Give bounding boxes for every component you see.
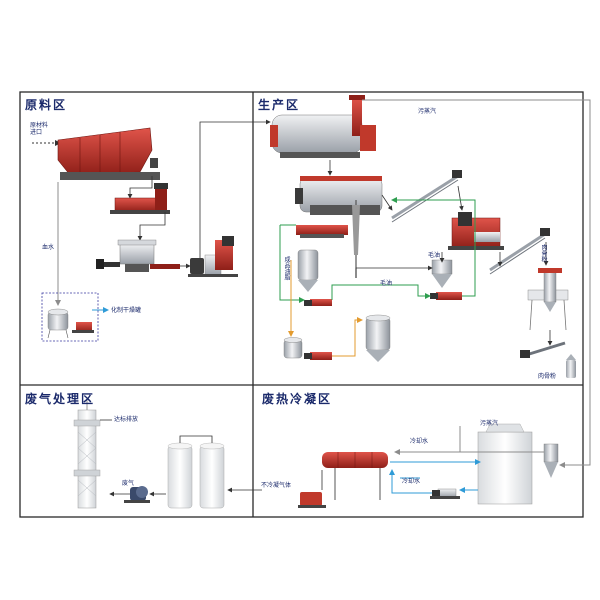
label-crude-oil-1: 毛油 — [428, 252, 441, 259]
scrubber-tower-1 — [167, 442, 193, 509]
label-cooling-water-1: 冷却水 — [410, 438, 429, 445]
oil-pump-1 — [304, 299, 332, 306]
label-to-tank: 化制干燥罐 — [111, 307, 142, 314]
receiving-hopper — [57, 127, 160, 180]
label-waste-steam-top: 污蒸汽 — [418, 108, 437, 115]
label-discharge: 达标排放 — [114, 416, 139, 423]
crude-oil-hopper — [431, 259, 453, 288]
inclined-conveyor-1 — [391, 170, 462, 223]
cooling-tower — [477, 423, 533, 505]
raw-pump-group — [188, 236, 238, 277]
cooker-dryer — [295, 176, 383, 215]
condense-zone — [298, 423, 559, 508]
zone-title-exhaust: 废气处理区 — [25, 392, 96, 406]
label-waste-gas: 废气 — [122, 480, 135, 487]
green-flow-2 — [331, 284, 431, 300]
label-waste-steam-cond: 污蒸汽 — [480, 420, 499, 427]
cyclone-bagging — [527, 268, 569, 331]
screw-press — [448, 212, 504, 250]
mixer-hopper — [96, 239, 180, 272]
finished-oil-tank-large — [365, 314, 391, 362]
boiler — [270, 95, 376, 158]
raw-zone — [32, 119, 271, 342]
zone-title-raw: 原料区 — [25, 98, 68, 112]
label-cooling-water-2: 冷却水 — [402, 478, 421, 485]
oil-tank — [297, 249, 319, 292]
blood-water-box — [41, 292, 99, 342]
oil-pump-3 — [304, 352, 332, 360]
label-meat-bone-meal-1: 肉骨粉 — [540, 244, 547, 262]
finished-oil-tank-small — [283, 337, 303, 359]
decanter — [296, 225, 348, 238]
label-blood-water: 血水 — [42, 244, 55, 251]
label-non-condensable: 不冷凝气体 — [261, 482, 292, 489]
green-flow-3 — [391, 197, 476, 297]
blood-water-tank — [47, 308, 94, 339]
crusher-unit — [110, 183, 170, 214]
exhaust-zone — [73, 400, 262, 509]
production-zone — [270, 95, 591, 468]
scrubber-tower-2 — [199, 442, 225, 509]
label-raw-inlet: 原材料 进口 — [30, 122, 49, 136]
orange-flow-2 — [332, 317, 363, 357]
zone-title-condense: 废热冷凝区 — [262, 392, 333, 406]
vacuum-pump — [298, 492, 326, 508]
steam-separator — [543, 443, 559, 478]
cooling-pump — [430, 488, 460, 499]
label-finished-oil: 成品油脂 — [283, 256, 290, 280]
zone-frames — [19, 91, 584, 518]
oil-pump-2 — [430, 292, 462, 300]
condenser — [322, 452, 388, 500]
label-meat-bone-meal-2: 肉骨粉 — [538, 373, 557, 380]
exhaust-fan — [124, 486, 150, 503]
green-flow-1 — [279, 225, 305, 303]
zone-title-production: 生产区 — [258, 98, 301, 112]
label-crude-oil-2: 毛油 — [380, 280, 393, 287]
meal-screw-conveyor — [520, 341, 576, 378]
chimney — [73, 400, 101, 509]
